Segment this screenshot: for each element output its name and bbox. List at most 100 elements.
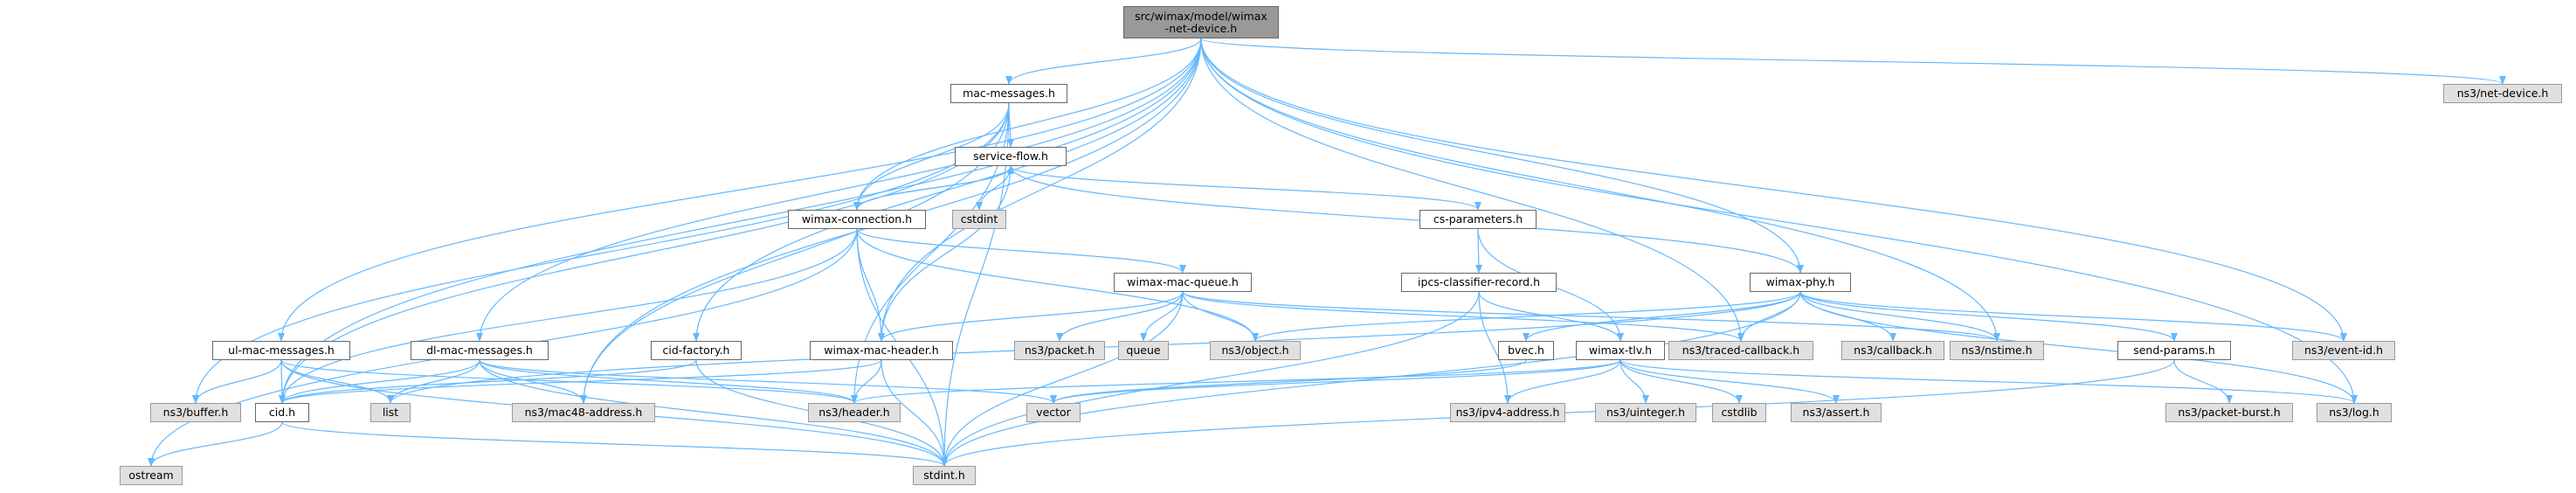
include-edge-wimax_connection-to-ns3_object — [856, 228, 1259, 342]
node-cid[interactable]: cid.h — [255, 403, 309, 422]
include-edge-root-to-ns3_net_device — [1200, 38, 2506, 85]
node-ns3-assert[interactable]: ns3/assert.h — [1791, 403, 1882, 422]
include-edge-wimax_connection-to-wimax_mac_header — [856, 228, 885, 342]
node-dl-mac-messages[interactable]: dl-mac-messages.h — [411, 341, 549, 360]
include-edge-dl_mac_messages-to-vector — [479, 359, 1057, 404]
include-edge-wimax_tlv-to-vector — [1050, 359, 1621, 404]
include-edge-service_flow-to-wimax_mac_header — [878, 165, 1012, 342]
include-edge-wimax_phy-to-send_params — [1799, 291, 2178, 342]
include-edge-wimax_mac_queue-to-queue — [1140, 291, 1184, 342]
node-ipcs-classifier-record[interactable]: ipcs-classifier-record.h — [1401, 273, 1557, 292]
node-ns3-ipv4-address[interactable]: ns3/ipv4-address.h — [1450, 403, 1565, 422]
node-ostream[interactable]: ostream — [120, 466, 183, 485]
include-edge-wimax_mac_queue-to-ns3_traced_callback — [1182, 291, 1744, 342]
include-edge-root-to-cid — [279, 38, 1202, 404]
node-ns3-buffer[interactable]: ns3/buffer.h — [150, 403, 241, 422]
include-edge-dl_mac_messages-to-ns3_header — [479, 359, 858, 404]
include-edge-dl_mac_messages-to-stdint — [479, 359, 948, 467]
include-edge-root-to-ns3_traced_callback — [1200, 38, 1744, 342]
node-ul-mac-messages[interactable]: ul-mac-messages.h — [212, 341, 350, 360]
include-edge-root-to-wimax_mac_header — [878, 38, 1202, 342]
node-wimax-connection[interactable]: wimax-connection.h — [788, 210, 926, 229]
include-edge-wimax_mac_queue-to-wimax_mac_header — [878, 291, 1184, 342]
root-file-label-line1: src/wimax/model/wimax — [1135, 9, 1267, 23]
include-edge-wimax_tlv-to-ns3_log — [1619, 359, 2358, 404]
node-ns3-callback[interactable]: ns3/callback.h — [1841, 341, 1944, 360]
include-edge-ul_mac_messages-to-ns3_buffer — [192, 359, 282, 404]
root-file-node[interactable]: src/wimax/model/wimax-net-device.h — [1123, 6, 1279, 38]
include-edge-dl_mac_messages-to-cid — [279, 359, 480, 404]
include-edge-root-to-wimax_phy — [1200, 38, 1804, 274]
node-ns3-traced-callback[interactable]: ns3/traced-callback.h — [1668, 341, 1813, 360]
include-edge-wimax_mac_header-to-cid — [279, 359, 882, 404]
include-edge-ipcs_classifier-to-wimax_tlv — [1478, 291, 1624, 342]
include-edge-wimax_phy-to-ns3_log — [1799, 291, 2358, 404]
include-edge-root-to-wimax_connection — [853, 38, 1202, 211]
node-vector[interactable]: vector — [1026, 403, 1081, 422]
node-queue[interactable]: queue — [1118, 341, 1169, 360]
node-ns3-packet[interactable]: ns3/packet.h — [1014, 341, 1105, 360]
include-edge-wimax_phy-to-ns3_nstime — [1799, 291, 2000, 342]
include-edge-send_params-to-ns3_packet_burst — [2173, 359, 2233, 404]
include-edge-cid_factory-to-cid — [279, 359, 697, 404]
include-edge-root-to-dl_mac_messages — [476, 38, 1202, 342]
include-edge-root-to-ns3_nstime — [1200, 38, 2000, 342]
include-edge-mac_messages-to-wimax_connection — [853, 102, 1010, 211]
include-edge-wimax_phy-to-stdint — [941, 291, 1801, 467]
include-edge-ipcs_classifier-to-ns3_ipv4 — [1478, 291, 1511, 404]
include-edge-root-to-ul_mac_messages — [278, 38, 1202, 342]
node-ns3-log[interactable]: ns3/log.h — [2317, 403, 2392, 422]
include-edge-wimax_tlv-to-ns3_assert — [1619, 359, 1840, 404]
node-cs-parameters[interactable]: cs-parameters.h — [1419, 210, 1537, 229]
include-edge-root-to-mac_messages — [1005, 38, 1202, 85]
include-edge-cid-to-ostream — [148, 421, 283, 467]
include-edge-dl_mac_messages-to-list — [387, 359, 480, 404]
include-edge-wimax_mac_queue-to-stdint — [941, 291, 1184, 467]
node-ns3-net-device[interactable]: ns3/net-device.h — [2443, 84, 2562, 103]
node-ns3-object[interactable]: ns3/object.h — [1210, 341, 1301, 360]
include-edge-bvec-to-vector — [1050, 359, 1527, 404]
include-edge-wimax_connection-to-cid — [279, 228, 858, 404]
include-edge-ul_mac_messages-to-cid — [278, 359, 286, 404]
node-wimax-phy[interactable]: wimax-phy.h — [1750, 273, 1851, 292]
include-edge-wimax_phy-to-ns3_object — [1252, 291, 1801, 342]
include-edge-wimax_tlv-to-ns3_header — [851, 359, 1621, 404]
include-edge-root-to-cid_factory — [693, 38, 1202, 342]
node-ns3-nstime[interactable]: ns3/nstime.h — [1950, 341, 2044, 360]
include-edge-mac_messages-to-stdint — [941, 102, 1010, 467]
node-mac-messages[interactable]: mac-messages.h — [950, 84, 1067, 103]
node-send-params[interactable]: send-params.h — [2117, 341, 2231, 360]
include-edge-wimax_mac_queue-to-ns3_object — [1182, 291, 1259, 342]
include-edge-root-to-ns3_log — [1200, 38, 2358, 404]
node-cstdlib[interactable]: cstdlib — [1712, 403, 1766, 422]
node-cid-factory[interactable]: cid-factory.h — [651, 341, 742, 360]
include-edge-wimax_phy-to-bvec — [1523, 291, 1801, 342]
include-edge-service_flow-to-cs_parameters — [1010, 165, 1481, 211]
include-edge-wimax_connection-to-wimax_mac_queue — [856, 228, 1186, 274]
node-ns3-packet-burst[interactable]: ns3/packet-burst.h — [2165, 403, 2293, 422]
include-edge-ipcs_classifier-to-stdint — [941, 291, 1480, 467]
node-cstdint[interactable]: cstdint — [952, 210, 1006, 229]
include-edge-wimax_tlv-to-ns3_uinteger — [1619, 359, 1649, 404]
include-edge-root-to-ns3_event_id — [1200, 38, 2347, 342]
node-wimax-tlv[interactable]: wimax-tlv.h — [1576, 341, 1665, 360]
node-ns3-event-id[interactable]: ns3/event-id.h — [2292, 341, 2395, 360]
node-ns3-header[interactable]: ns3/header.h — [808, 403, 901, 422]
node-ns3-uinteger[interactable]: ns3/uinteger.h — [1595, 403, 1696, 422]
root-file-label-line2: -net-device.h — [1164, 21, 1238, 35]
node-stdint[interactable]: stdint.h — [913, 466, 976, 485]
include-edge-wimax_phy-to-ns3_event_id — [1799, 291, 2347, 342]
include-edge-wimax_tlv-to-ns3_ipv4 — [1504, 359, 1621, 404]
include-edge-wimax_tlv-to-cstdlib — [1619, 359, 1743, 404]
include-edge-wimax_mac_header-to-stdint — [881, 359, 948, 467]
include-edge-wimax_mac_queue-to-ns3_packet — [1056, 291, 1184, 342]
include-edge-wimax_mac_queue-to-ns3_nstime — [1182, 291, 2000, 342]
include-edge-service_flow-to-wimax_phy — [1010, 165, 1804, 274]
include-edge-cid-to-stdint — [281, 421, 948, 467]
node-wimax-mac-header[interactable]: wimax-mac-header.h — [810, 341, 953, 360]
node-service-flow[interactable]: service-flow.h — [955, 147, 1067, 166]
node-ns3-mac48-address[interactable]: ns3/mac48-address.h — [512, 403, 655, 422]
node-wimax-mac-queue[interactable]: wimax-mac-queue.h — [1114, 273, 1252, 292]
node-list[interactable]: list — [370, 403, 411, 422]
node-bvec[interactable]: bvec.h — [1498, 341, 1554, 360]
